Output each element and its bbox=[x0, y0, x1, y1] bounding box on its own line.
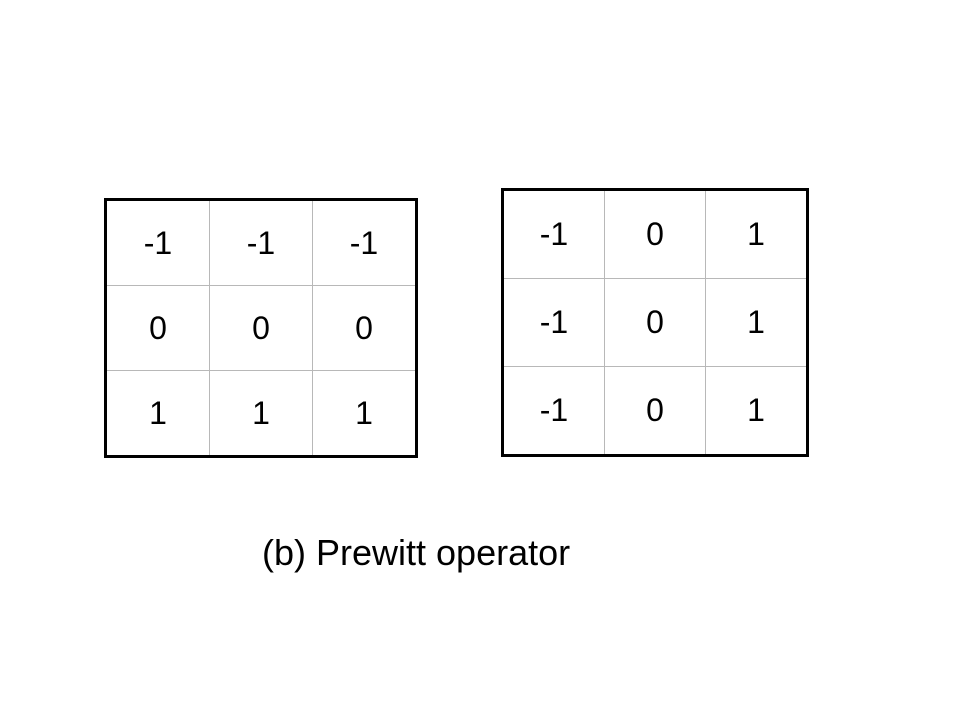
kernel-row: -1 0 1 bbox=[501, 366, 809, 457]
kernel-cell: 1 bbox=[705, 188, 809, 279]
prewitt-kernel-vertical: -1 0 1 -1 0 1 -1 0 1 bbox=[501, 188, 809, 457]
kernel-cell: -1 bbox=[501, 278, 605, 367]
kernel-cell: 0 bbox=[312, 285, 418, 371]
kernel-cell: 1 bbox=[312, 370, 418, 458]
kernel-cell: -1 bbox=[104, 198, 210, 286]
kernel-cell: -1 bbox=[501, 188, 605, 279]
kernel-row: 1 1 1 bbox=[104, 370, 418, 458]
prewitt-kernel-horizontal: -1 -1 -1 0 0 0 1 1 1 bbox=[104, 198, 418, 458]
kernel-cell: 1 bbox=[705, 278, 809, 367]
kernel-row: -1 0 1 bbox=[501, 188, 809, 279]
kernel-cell: 0 bbox=[104, 285, 210, 371]
kernel-row: -1 0 1 bbox=[501, 278, 809, 367]
kernel-cell: 1 bbox=[209, 370, 313, 458]
kernel-cell: -1 bbox=[312, 198, 418, 286]
kernel-cell: 0 bbox=[604, 278, 706, 367]
kernel-cell: -1 bbox=[501, 366, 605, 457]
kernel-cell: -1 bbox=[209, 198, 313, 286]
kernel-row: 0 0 0 bbox=[104, 285, 418, 371]
kernel-cell: 0 bbox=[604, 188, 706, 279]
kernel-cell: 0 bbox=[209, 285, 313, 371]
kernel-cell: 1 bbox=[705, 366, 809, 457]
kernel-row: -1 -1 -1 bbox=[104, 198, 418, 286]
figure-caption: (b) Prewitt operator bbox=[262, 532, 571, 573]
kernel-cell: 0 bbox=[604, 366, 706, 457]
kernel-cell: 1 bbox=[104, 370, 210, 458]
